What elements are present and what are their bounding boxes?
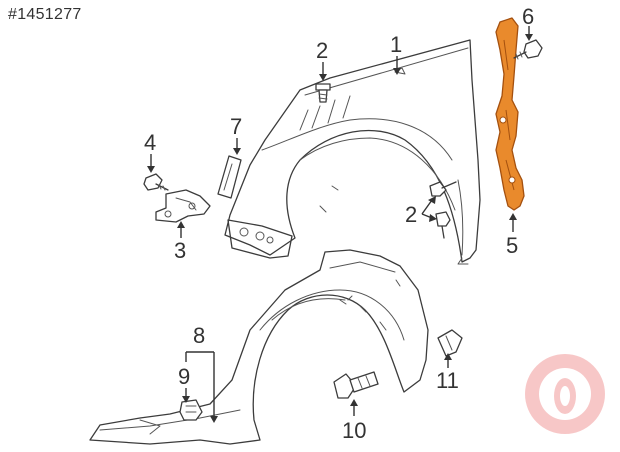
reference-number: #1451277 — [8, 6, 82, 23]
highlighted-bracket-part-5 — [495, 17, 525, 211]
callout-7: 7 — [230, 114, 242, 139]
callout-9: 9 — [178, 364, 190, 389]
callout-6: 6 — [522, 4, 534, 29]
seal-strip-part-7 — [217, 155, 242, 199]
nut-part-11 — [437, 329, 463, 357]
bolt-part-4 — [143, 173, 169, 191]
callout-8: 8 — [193, 323, 205, 348]
rivet-part-10 — [333, 371, 379, 399]
callout-3: 3 — [174, 238, 186, 263]
screw-part-2-top — [315, 83, 331, 103]
callout-4: 4 — [144, 130, 156, 155]
bracket-part-3 — [155, 189, 211, 223]
bolt-part-6 — [513, 39, 543, 60]
callout-2-top: 2 — [316, 38, 328, 63]
callout-11: 11 — [436, 368, 459, 393]
callout-2-lower: 2 — [405, 202, 417, 227]
fender-part-1 — [224, 39, 481, 265]
clip-part-9 — [179, 399, 203, 421]
callout-5: 5 — [506, 233, 518, 258]
leader-lines — [147, 26, 533, 423]
callout-1: 1 — [390, 32, 402, 57]
callout-10: 10 — [342, 418, 366, 443]
brand-logo-watermark-icon — [525, 354, 605, 434]
callout-labels: 1 2 2 3 4 5 6 7 8 9 10 11 — [144, 4, 534, 443]
bolts-part-2-lower — [429, 181, 457, 239]
wheel-liner — [89, 249, 429, 445]
